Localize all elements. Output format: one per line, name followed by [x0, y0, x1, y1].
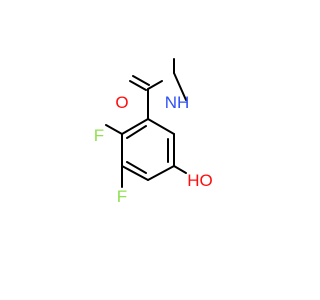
- atom-f-lower: F: [117, 187, 127, 206]
- bond-c6-f: [105, 124, 123, 135]
- atom-o-carbonyl: O: [115, 93, 128, 112]
- ring-bond-c1-c2: [147, 118, 175, 135]
- atom-nh: NH: [165, 93, 190, 112]
- bond-carbonyl-o-b: [132, 75, 150, 86]
- bonds: [105, 58, 187, 188]
- ring-bond-c4-c5: [121, 165, 149, 181]
- bond-n-methyl: [173, 72, 187, 101]
- ring-double-c4-c5: [126, 161, 147, 174]
- ring-bond-c3-c4: [147, 165, 175, 181]
- bond-carbonyl-n: [147, 80, 163, 90]
- background: [0, 0, 300, 300]
- molecule-structure: O NH F F HO: [0, 0, 300, 300]
- atom-f-upper: F: [94, 126, 104, 145]
- bond-carbonyl-o-a: [129, 80, 147, 91]
- atom-ho: HO: [187, 171, 213, 190]
- ring-bond-c6-c1: [121, 118, 149, 135]
- ring-double-c6-c1: [126, 125, 147, 139]
- bond-c3-oh: [173, 165, 187, 174]
